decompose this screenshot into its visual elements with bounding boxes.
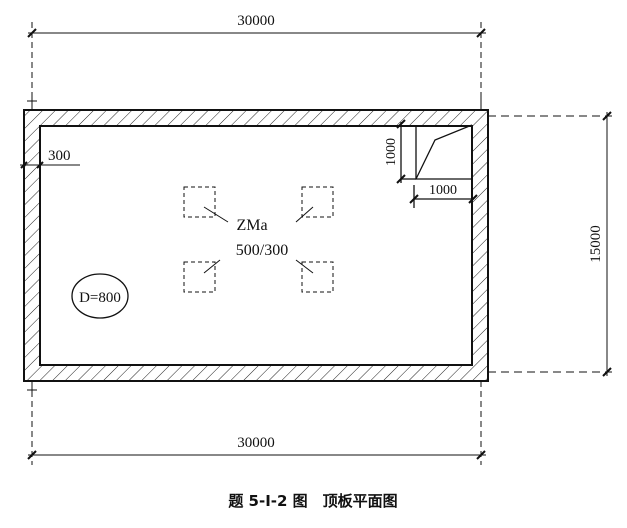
wall-thickness-dimension xyxy=(20,161,80,169)
corner-ticks xyxy=(27,96,482,395)
figure-caption: 题 5-Ⅰ-2 图 顶板平面图 xyxy=(228,492,397,510)
wall-thickness-label: 300 xyxy=(48,148,71,164)
top-dimension xyxy=(27,22,486,110)
roof-opening xyxy=(396,119,478,208)
bottom-dimension-label: 30000 xyxy=(237,435,275,451)
opening-width-label: 1000 xyxy=(429,183,457,198)
column-bottom-right xyxy=(301,261,334,293)
column-top-left xyxy=(183,186,216,218)
opening-height-label: 1000 xyxy=(384,138,399,166)
hole-circle xyxy=(71,273,129,319)
column-top-right xyxy=(301,186,334,218)
top-dimension-label: 30000 xyxy=(237,13,275,29)
column-label: ZMa xyxy=(236,217,267,234)
columns xyxy=(183,186,334,293)
bottom-dimension xyxy=(27,381,486,465)
right-dimension-label: 15000 xyxy=(588,225,604,263)
column-leaders xyxy=(203,206,314,274)
column-bottom-left xyxy=(183,261,216,293)
slab-wall xyxy=(23,109,489,382)
column-size-label: 500/300 xyxy=(236,242,288,259)
hole-label: D=800 xyxy=(79,290,121,306)
right-dimension xyxy=(488,111,612,377)
